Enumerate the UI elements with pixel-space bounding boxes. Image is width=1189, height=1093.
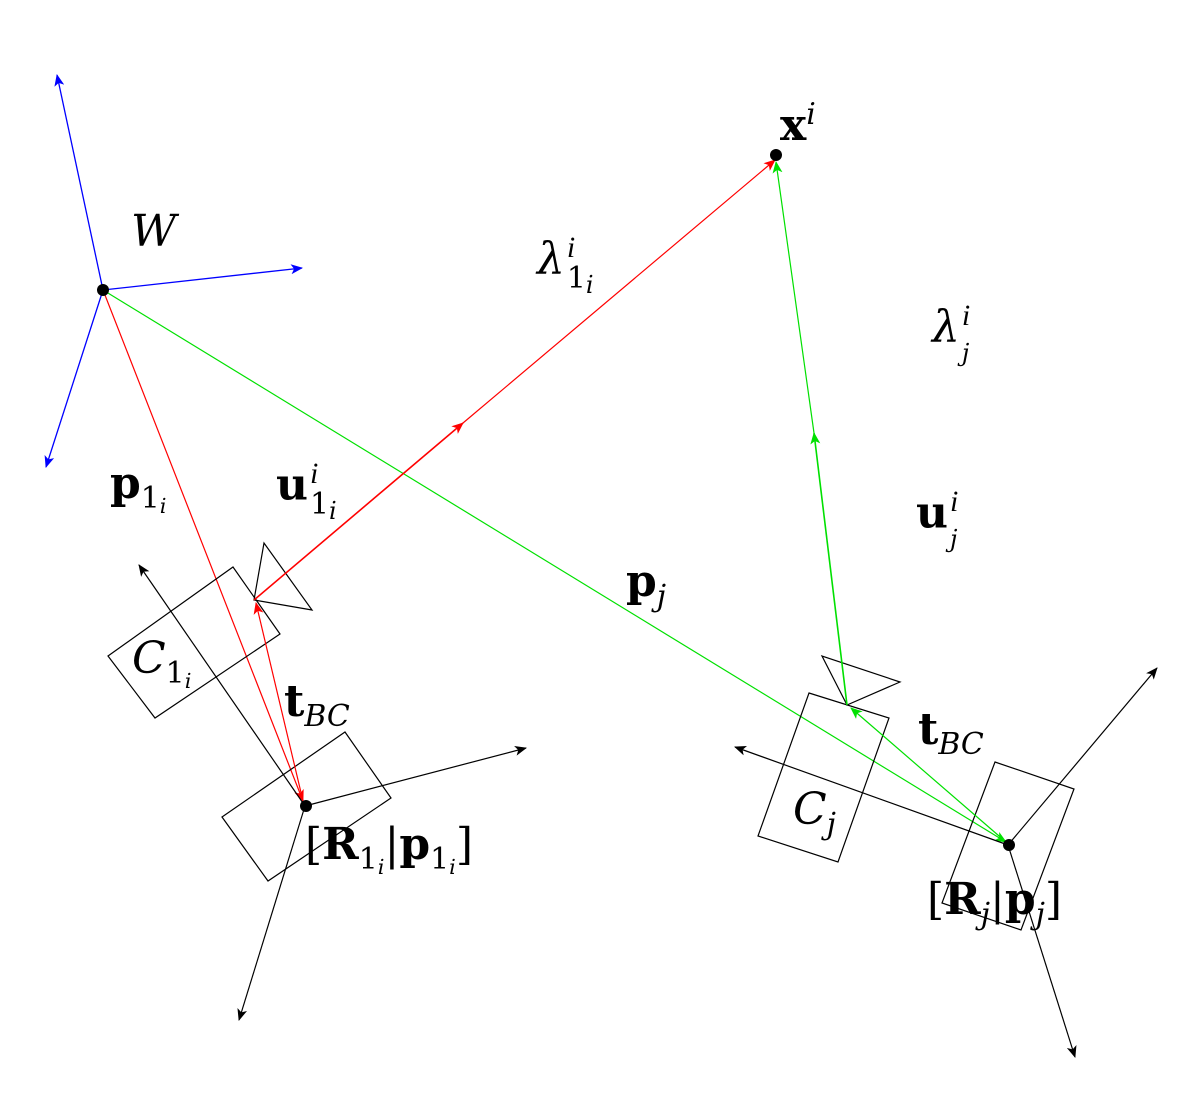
label-world: W [131,206,177,257]
body-1-axis-y [138,564,306,807]
body-j-box [941,761,1075,931]
camera-1-frustum [253,541,314,611]
world-origin-dot [97,284,109,296]
label-landmark-point: xi [780,96,816,151]
label-tbc-right: tBC [918,704,984,762]
body-1-axis-x [304,745,527,807]
label-pj: pj [626,556,667,614]
camera-j-frustum [820,654,902,706]
label-camera-j: Cj [793,784,836,842]
world-axis-right [102,264,303,291]
label-pose-j: [Rj|pj] [927,874,1063,932]
vector-tbc-right [850,707,1007,843]
vector-u1i [253,422,464,601]
body-1-origin-dot [300,800,312,812]
label-camera-1i: C1i [132,633,192,694]
body-j-axis-y [734,746,1009,846]
label-p1i: p1i [110,458,167,519]
vector-lambdaji [772,161,815,434]
world-axis-up [54,74,104,291]
vector-uj [810,432,848,706]
vector-p1i [102,289,304,802]
camera-1-box [107,566,281,719]
body-1-axis-z [237,805,306,1021]
body-j-origin-dot [1003,839,1015,851]
body-j-axis-z [1007,844,1077,1058]
landmark-point-dot [770,149,782,161]
vector-lambda1i [462,159,776,424]
world-axis-down [44,289,104,468]
label-tbc-left: tBC [284,676,350,734]
vector-pj [102,289,1007,843]
body-1-box [221,731,392,882]
world-frame-axes [44,74,303,468]
body-frame-1 [138,564,527,1021]
camera-1 [107,541,314,719]
label-pose-1i: [R1i|p1i] [305,819,473,880]
vector-tbc-left [253,602,304,802]
camera-j-box [757,692,890,863]
body-j-axis-x [1007,667,1158,846]
body-frame-j [734,667,1158,1058]
